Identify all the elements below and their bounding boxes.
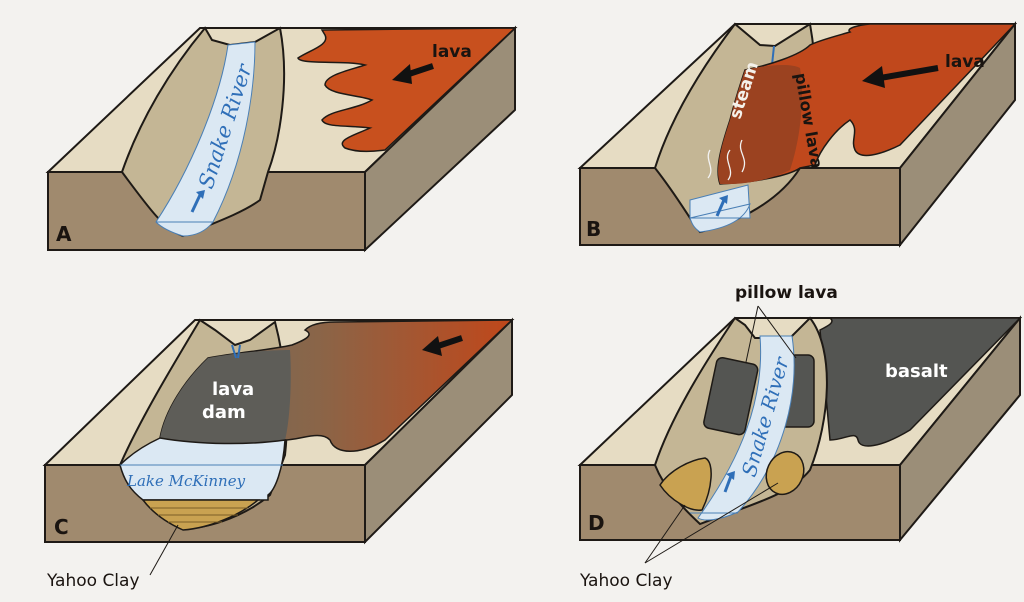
pillow-lava-left bbox=[703, 356, 759, 436]
basalt bbox=[819, 317, 1022, 447]
yahoo-clay-left bbox=[659, 457, 712, 511]
lava-dam-label-line2: dam bbox=[202, 402, 246, 423]
clay-leader-line-left bbox=[644, 504, 686, 564]
pillow-lava bbox=[718, 64, 802, 185]
lava-direction-arrow-icon bbox=[437, 335, 463, 349]
pillow-lava-leader-left bbox=[745, 305, 759, 363]
steam-wisps bbox=[707, 139, 746, 181]
pillow-lava-label: pillow lava bbox=[735, 283, 838, 303]
panel-letter: C bbox=[54, 515, 69, 539]
pillow-lava-leader-right bbox=[757, 305, 797, 359]
lava-label: lava bbox=[945, 52, 985, 72]
yahoo-clay-right bbox=[765, 450, 805, 496]
lava-label: lava bbox=[432, 42, 472, 62]
river-flow-arrow-icon bbox=[190, 194, 202, 213]
lava-dam-label-line1: lava bbox=[212, 379, 254, 400]
panel-letter: A bbox=[56, 222, 72, 246]
clay-leader-line bbox=[149, 524, 179, 576]
panel-letter: B bbox=[586, 217, 601, 241]
lake-label: Lake McKinney bbox=[126, 472, 246, 490]
lava-direction-arrow-icon bbox=[879, 65, 939, 81]
river bbox=[155, 41, 256, 237]
clay-leader-line-right bbox=[644, 482, 779, 564]
panel-a: Snake River lava A bbox=[45, 25, 518, 253]
yahoo-clay-label: Yahoo Clay bbox=[46, 571, 140, 591]
lava-dam bbox=[160, 350, 291, 444]
panel-d: basalt Snake River Yahoo Clay pillow lav… bbox=[577, 283, 1023, 591]
yahoo-clay-label: Yahoo Clay bbox=[579, 571, 673, 591]
clay-layers bbox=[150, 507, 248, 523]
panel-b: lava steam pillow lava B bbox=[577, 21, 1018, 248]
lava-flow bbox=[297, 27, 517, 153]
panel-letter: D bbox=[588, 511, 605, 535]
lake bbox=[119, 437, 286, 501]
river bbox=[697, 335, 795, 521]
basalt-label: basalt bbox=[885, 361, 948, 382]
river-flow-arrow-icon bbox=[715, 199, 726, 217]
river-flow-arrow-icon bbox=[723, 475, 733, 493]
panel-c: lava dam Lake McKinney Yahoo Clay C bbox=[42, 317, 515, 591]
